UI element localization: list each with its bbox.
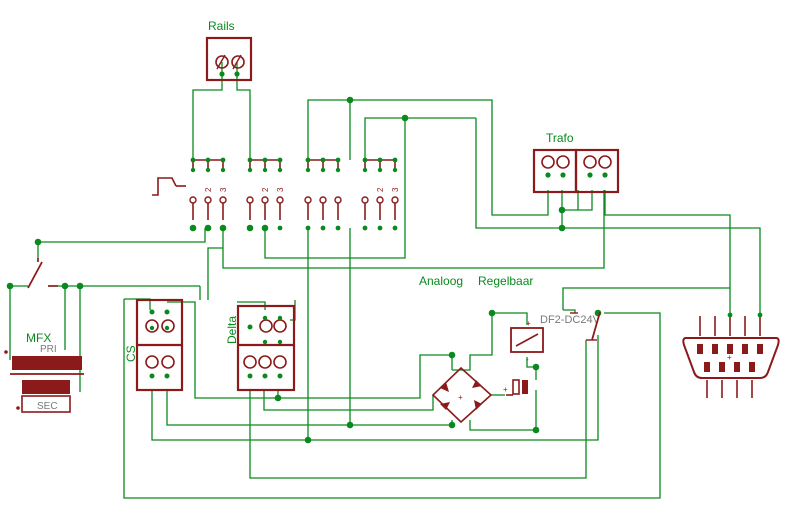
wires (9, 62, 761, 499)
rails-connector: Rails (205, 19, 253, 82)
svg-text:+: + (458, 393, 463, 402)
analoog-label: Analoog (419, 274, 463, 288)
svg-text:-: - (526, 355, 529, 364)
relay: + - DF2-DC24V (510, 311, 601, 364)
delta-connector: Delta (225, 304, 296, 392)
svg-text:+: + (503, 385, 508, 394)
mfx-switch (27, 258, 58, 289)
dsub-connector: + (682, 312, 780, 398)
capacitor: + (503, 379, 528, 396)
junctions (6, 96, 602, 444)
mfx-transformer: MFX PRI SEC (4, 331, 84, 413)
rails-label: Rails (208, 19, 235, 33)
relay-label: DF2-DC24V (540, 314, 601, 326)
trafo-label: Trafo (546, 131, 574, 145)
cs-label: CS (124, 345, 138, 362)
cs-connector: CS (124, 298, 184, 392)
trafo-connector: Trafo (532, 131, 620, 194)
mfx-label: MFX (26, 331, 51, 345)
switch1-pin3: 3 (219, 187, 228, 192)
sec-label: SEC (37, 401, 58, 412)
svg-text:+: + (526, 319, 531, 328)
switch4-pin2: 2 (376, 187, 385, 192)
pri-label: PRI (40, 344, 57, 355)
switch-bank: 2 3 2 3 (152, 157, 400, 231)
switch2-pin2: 2 (261, 187, 270, 192)
regelbaar-label: Regelbaar (478, 274, 533, 288)
delta-label: Delta (225, 316, 239, 344)
switch4-pin3: 3 (391, 187, 400, 192)
switch1-pin2: 2 (204, 187, 213, 192)
switch2-pin3: 3 (276, 187, 285, 192)
bridge-rectifier: + (431, 366, 493, 424)
svg-text:+: + (727, 353, 732, 362)
